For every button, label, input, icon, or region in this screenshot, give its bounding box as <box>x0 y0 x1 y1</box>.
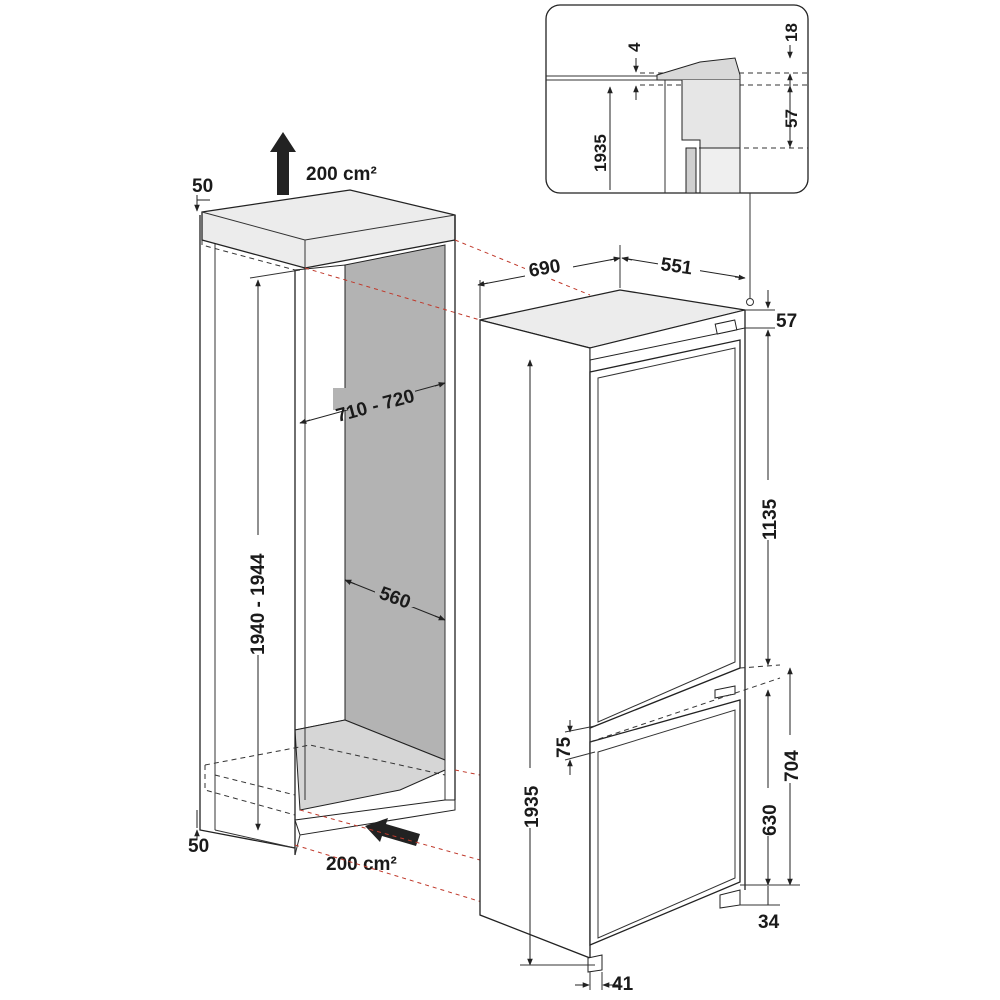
appliance-base-label: 34 <box>758 912 780 933</box>
detail-top-label: 18 <box>782 23 801 42</box>
appliance-dimensions: 690 551 57 1135 704 630 34 <box>477 245 804 995</box>
detail-bracket-label: 57 <box>782 109 801 128</box>
appliance-top-gap-label: 57 <box>776 311 797 332</box>
detail-inset: 4 18 57 1935 <box>545 4 809 306</box>
appliance-lower-door-label: 630 <box>760 804 781 836</box>
appliance-lower-section-label: 704 <box>782 750 803 782</box>
niche-bottom-vent-label: 200 cm² <box>326 854 397 875</box>
bottom-vent-arrow-icon <box>365 818 420 846</box>
niche-cabinet <box>199 189 456 856</box>
appliance-upper-door-label: 1135 <box>760 498 781 540</box>
detail-height-label: 1935 <box>591 134 610 172</box>
niche-top-gap-label: 50 <box>192 176 213 197</box>
niche-top-vent-label: 200 cm² <box>306 164 377 185</box>
fridge-appliance <box>479 289 781 973</box>
niche-height-label: 1940 - 1944 <box>248 553 269 655</box>
detail-gap-label: 4 <box>625 42 644 52</box>
appliance-foot-label: 41 <box>612 974 634 995</box>
appliance-door-gap-label: 75 <box>554 736 575 758</box>
niche-bottom-gap-label: 50 <box>188 836 209 857</box>
detail-frame <box>545 4 809 194</box>
top-vent-arrow-icon <box>270 132 296 195</box>
appliance-width-label: 551 <box>659 254 694 279</box>
appliance-total-height-label: 1935 <box>522 785 543 828</box>
